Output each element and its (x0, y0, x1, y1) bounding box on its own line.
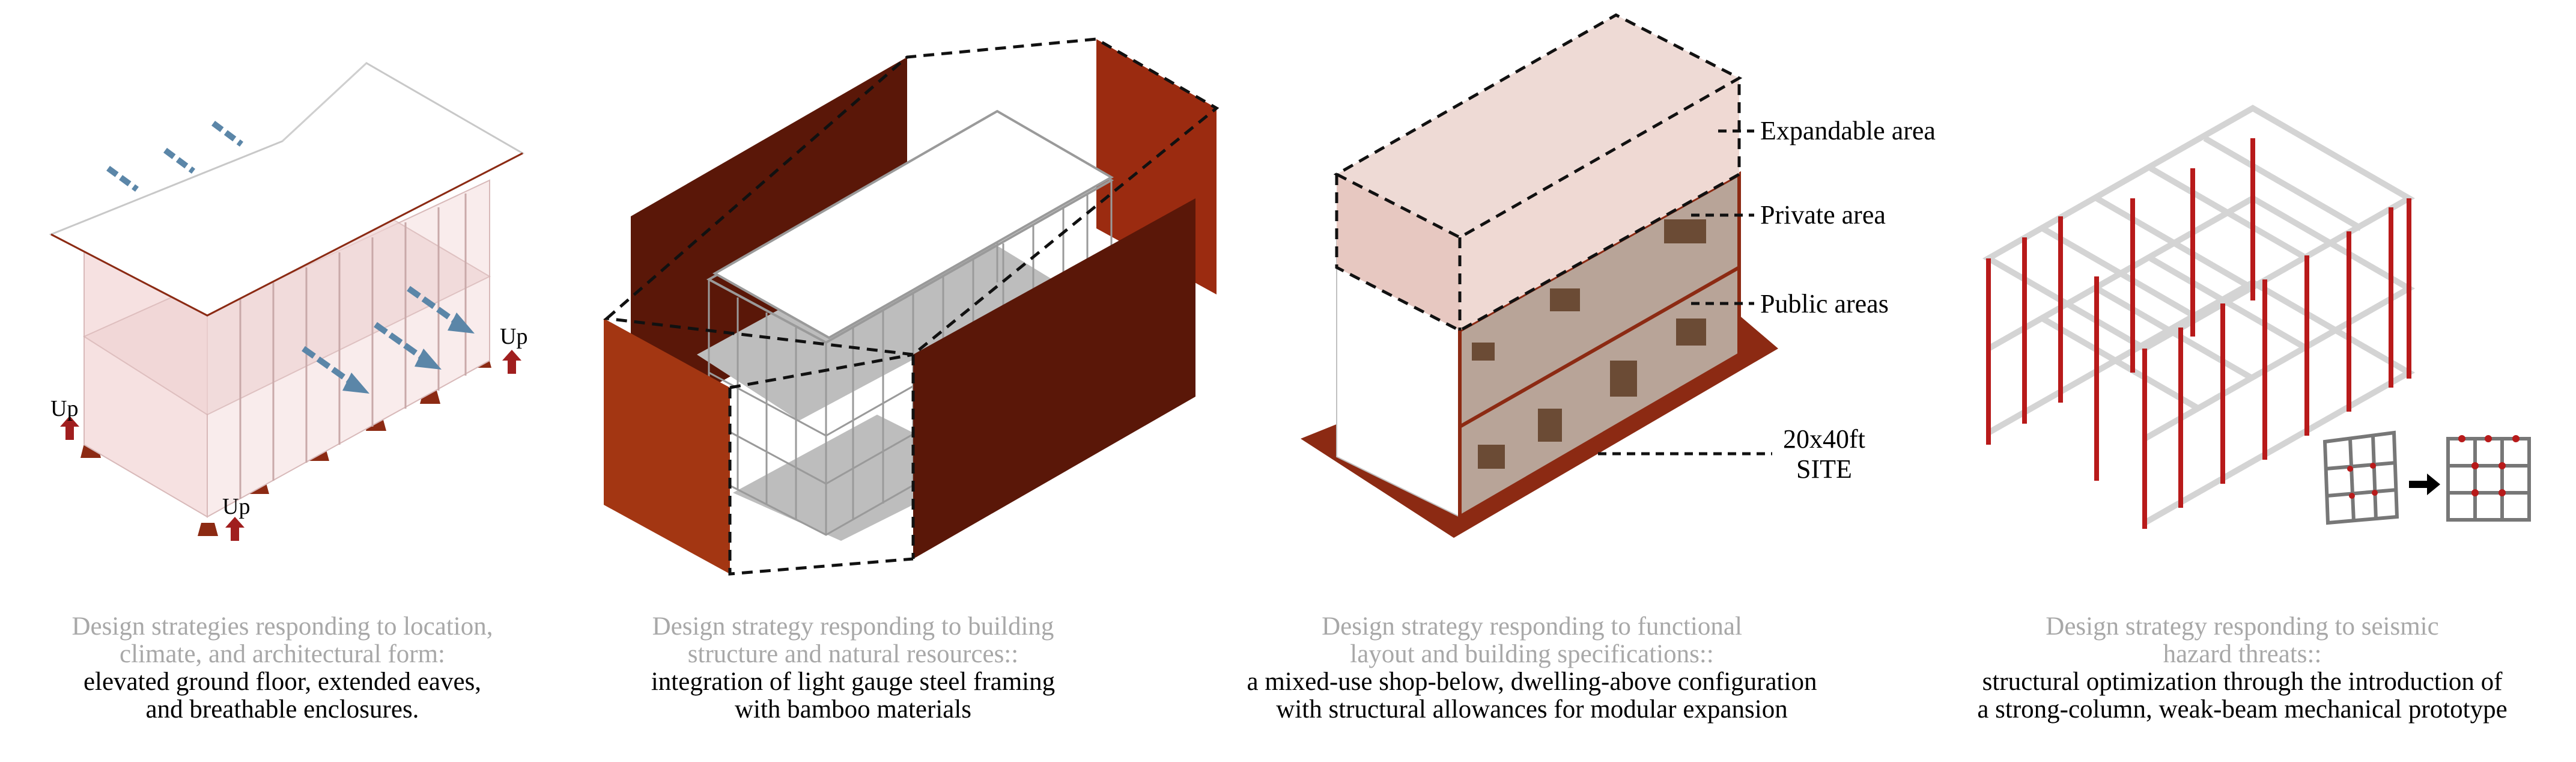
caption-4-head-line-1: Design strategy responding to seismic (2046, 612, 2439, 641)
caption-2-head-line-1: Design strategy responding to building (652, 612, 1054, 641)
panel-4-seismic-frame (1982, 105, 2531, 529)
caption-panel-3: Design strategy responding to functional… (1171, 613, 1892, 757)
label-site-size: 20x40ft (1783, 424, 1865, 454)
caption-panel-2: Design strategy responding to building s… (577, 613, 1129, 757)
frame-dashed-outline (603, 37, 1220, 576)
expandable-dashed-outline (1333, 13, 1743, 332)
prototype-sketch-before (2322, 430, 2399, 525)
up-label-left: Up (50, 396, 78, 421)
frame-lattice (1982, 105, 2416, 526)
bamboo-wall-front-left (604, 319, 730, 574)
panel-3-mixed-use: Expandable area Private area Public area… (1301, 13, 1936, 538)
wind-arrows-house (302, 285, 475, 394)
transform-arrow-icon (2409, 474, 2440, 495)
caption-1-head-line-1: Design strategies responding to location… (71, 612, 493, 641)
label-expandable-area: Expandable area (1760, 116, 1936, 145)
caption-3-body-line-1: a mixed-use shop-below, dwelling-above c… (1247, 668, 1817, 696)
caption-panel-4: Design strategy responding to seismic ha… (1910, 613, 2574, 757)
caption-2-head-line-2: structure and natural resources:: (687, 640, 1019, 668)
panel-1-elevated-house: Up Up Up (49, 62, 527, 541)
prototype-sketch-after (2446, 435, 2531, 522)
wind-arrows-roof (106, 120, 243, 192)
bamboo-wall-front-right (913, 198, 1195, 559)
caption-2-body-line-1: integration of light gauge steel framing (651, 668, 1056, 696)
label-site: SITE (1796, 454, 1852, 484)
up-label-bottom: Up (222, 494, 250, 519)
caption-4-body-line-2: a strong-column, weak-beam mechanical pr… (1977, 695, 2508, 724)
label-public-areas: Public areas (1760, 289, 1889, 319)
caption-2-body-line-2: with bamboo materials (734, 695, 972, 724)
caption-1-body-line-2: and breathable enclosures. (145, 695, 419, 724)
caption-panel-1: Design strategies responding to location… (6, 613, 559, 757)
strategy-diagrams: Up Up Up (49, 13, 2531, 576)
label-private-area: Private area (1760, 200, 1886, 230)
caption-3-head-line-1: Design strategy responding to functional (1322, 612, 1742, 641)
red-columns (1986, 138, 2411, 529)
caption-3-head-line-2: layout and building specifications:: (1350, 640, 1714, 668)
expandable-box (1337, 15, 1739, 237)
up-arrows (60, 350, 521, 541)
caption-4-head-line-2: hazard threats:: (2163, 640, 2322, 668)
caption-1-body-line-1: elevated ground floor, extended eaves, (83, 668, 482, 696)
caption-3-body-line-2: with structural allowances for modular e… (1276, 695, 1788, 724)
panel-2-steel-frame (603, 37, 1220, 576)
caption-1-head-line-2: climate, and architectural form: (119, 640, 445, 668)
frame-roof (712, 109, 1114, 340)
up-label-right: Up (500, 324, 527, 349)
caption-4-body-line-1: structural optimization through the intr… (1982, 668, 2503, 696)
